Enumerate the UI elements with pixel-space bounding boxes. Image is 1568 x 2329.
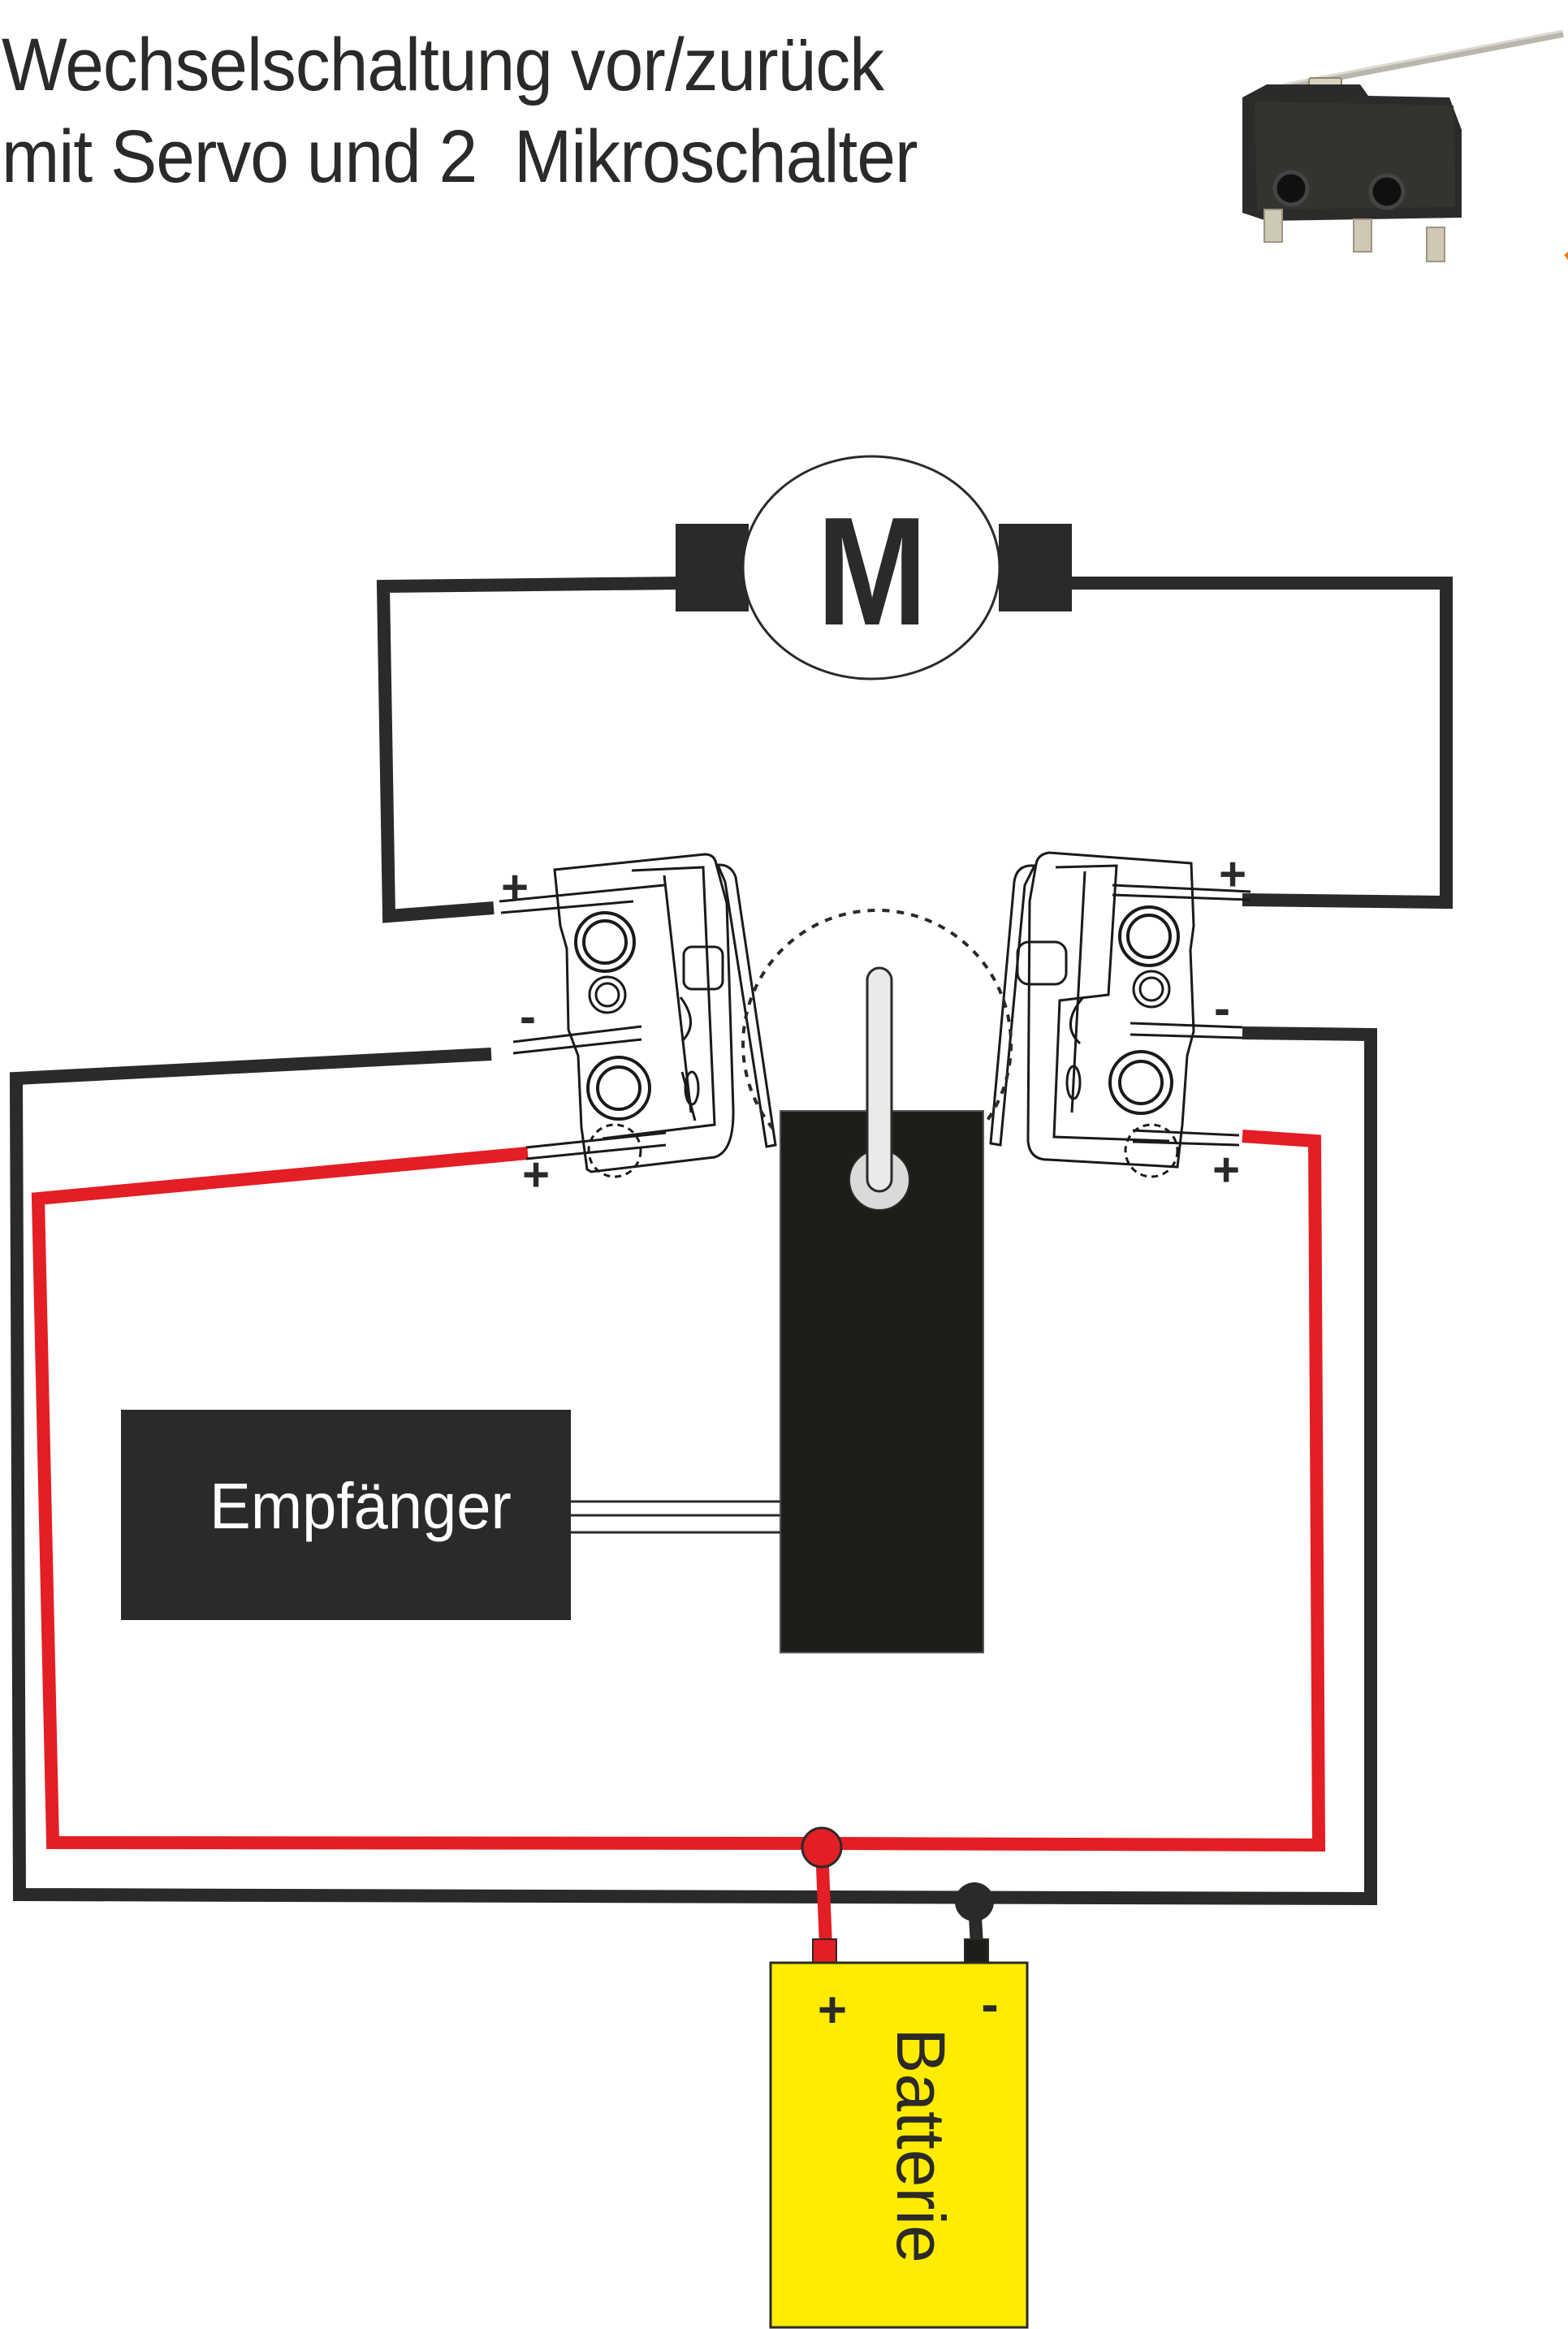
diagram-title-line-1: Wechselschaltung vor/zurück (2, 24, 884, 106)
left-switch-bottom-plus-label: + (522, 1148, 550, 1201)
battery-minus-terminal (964, 1938, 989, 1964)
left-switch-top-plus-label: + (501, 861, 529, 914)
motor-label: M (817, 485, 927, 657)
microswitch-left (499, 853, 777, 1178)
servo (741, 908, 1013, 1653)
diagram-title-line-2: mit Servo und 2 Mikroschalter (2, 115, 918, 198)
receiver-body (121, 1410, 571, 1620)
servo-arm (866, 966, 893, 1193)
battery-plus-label: + (818, 1982, 847, 2038)
microswitch-right (989, 851, 1251, 1178)
motor-left-terminal (676, 524, 749, 611)
right-switch-top-plus-label: + (1219, 848, 1246, 901)
servo-arm-sweep-arc (741, 908, 1013, 1130)
black-wire-left (9, 1026, 1377, 1906)
black-junction (955, 1882, 994, 1921)
battery-wires (9, 1026, 1377, 1906)
red-wire-left (31, 1147, 814, 1850)
motor-wire-right (1072, 577, 1453, 910)
battery: + - Batterie (769, 1961, 1029, 2329)
left-switch-middle-minus-label: - (520, 989, 536, 1044)
motor-wire-left (376, 577, 680, 923)
motor-body (741, 455, 1001, 681)
motor: M (676, 455, 1072, 681)
battery-label: Batterie (883, 2028, 959, 2263)
left-switch-labels: + - + (501, 861, 550, 1201)
servo-cable (571, 1500, 780, 1534)
motor-wires (376, 577, 1453, 923)
motor-right-terminal (999, 524, 1072, 611)
right-switch-labels: + - + (1212, 848, 1246, 1196)
right-switch-middle-minus-label: - (1214, 981, 1230, 1035)
receiver-label: Empfänger (209, 1469, 512, 1542)
battery-minus-label: - (981, 1975, 998, 2033)
right-switch-bottom-plus-label: + (1212, 1143, 1240, 1196)
receiver: Empfänger (121, 1410, 780, 1620)
battery-body (769, 1961, 1029, 2329)
red-junction (801, 1826, 843, 1869)
microswitch-photo-icon (1242, 29, 1568, 262)
battery-plus-terminal (812, 1938, 837, 1964)
red-wire-right (813, 1130, 1326, 1852)
